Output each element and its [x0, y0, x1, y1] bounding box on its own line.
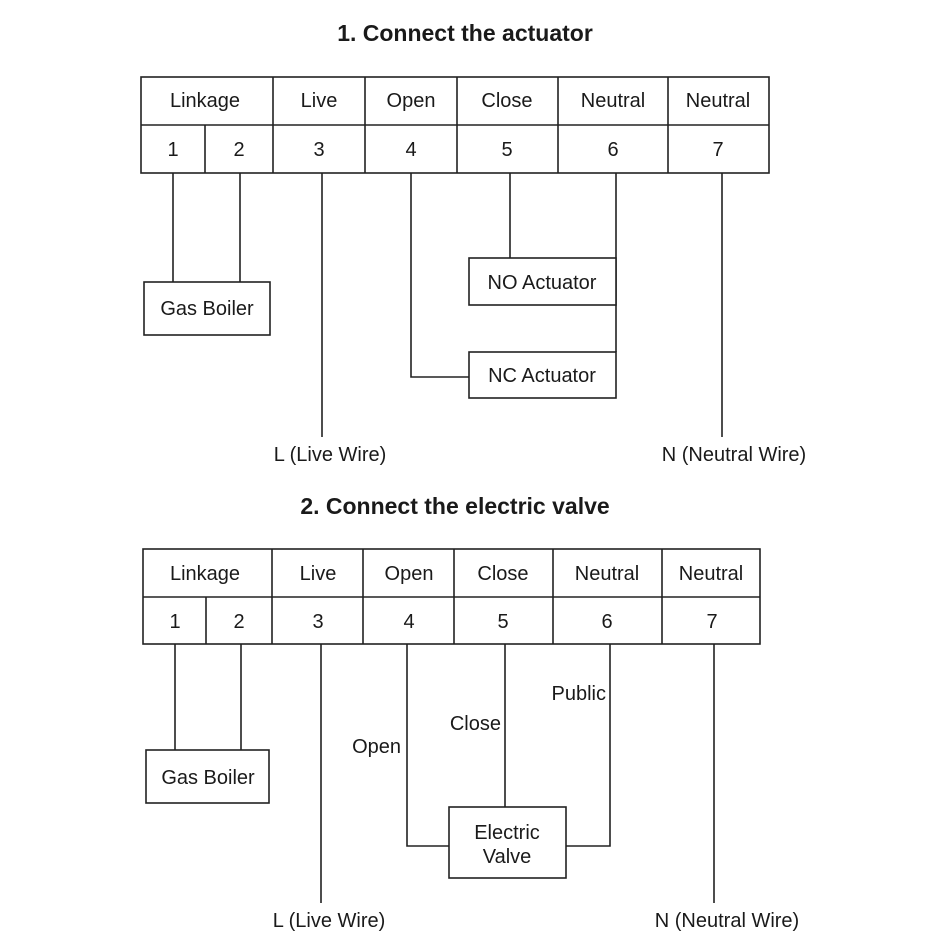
section1-terminal-4: 4 [405, 139, 416, 161]
section2-terminal-3: 3 [312, 611, 323, 633]
section2-header-close: Close [477, 563, 528, 585]
section1-gas-boiler-box [143, 281, 271, 336]
section1-header-linkage: Linkage [170, 90, 240, 112]
section2-wires [174, 644, 715, 903]
section2-title: 2. Connect the electric valve [300, 493, 609, 519]
section2-header-linkage: Linkage [170, 563, 240, 585]
section2-terminal-7: 7 [706, 611, 717, 633]
section1-title: 1. Connect the actuator [337, 20, 593, 46]
section2-electric-valve-box [448, 806, 567, 879]
section2-neutral-wire-label: N (Neutral Wire) [655, 910, 799, 932]
section2-public-wire-label: Public [552, 683, 606, 705]
section1-terminal-7: 7 [712, 139, 723, 161]
section2-terminal-block [142, 548, 761, 645]
section2-terminal-4: 4 [403, 611, 414, 633]
section1-no-actuator-label: NO Actuator [488, 272, 597, 294]
section1-gas-boiler-label: Gas Boiler [160, 298, 254, 320]
section1-terminal-3: 3 [313, 139, 324, 161]
section1-wires [172, 173, 723, 437]
section1-terminal-1: 1 [167, 139, 178, 161]
section1-terminal-5: 5 [501, 139, 512, 161]
section1-header-neutral-7: Neutral [686, 90, 750, 112]
section1-terminal-block [140, 76, 770, 174]
section2-close-wire-label: Close [450, 713, 501, 735]
section2-header-live: Live [300, 563, 337, 585]
section1-header-open: Open [387, 90, 436, 112]
section2-open-wire-label: Open [352, 736, 401, 758]
section1-live-wire-label: L (Live Wire) [274, 444, 387, 466]
section2-header-neutral-6: Neutral [575, 563, 639, 585]
section1-nc-actuator-box [468, 351, 617, 399]
section2-live-wire-label: L (Live Wire) [273, 910, 386, 932]
section1-terminal-6: 6 [607, 139, 618, 161]
section2-electric-valve-label-line2: Valve [483, 846, 532, 868]
section2-terminal-1: 1 [169, 611, 180, 633]
section1-terminal-2: 2 [233, 139, 244, 161]
section2-terminal-6: 6 [601, 611, 612, 633]
section2-terminal-2: 2 [233, 611, 244, 633]
section2-gas-boiler-box [145, 749, 270, 804]
section2-header-neutral-7: Neutral [679, 563, 743, 585]
section2-header-open: Open [385, 563, 434, 585]
section1-nc-actuator-label: NC Actuator [488, 365, 596, 387]
section1-no-actuator-box [468, 257, 617, 306]
section2-terminal-5: 5 [497, 611, 508, 633]
section2-gas-boiler-label: Gas Boiler [161, 767, 255, 789]
section1-neutral-wire-label: N (Neutral Wire) [662, 444, 806, 466]
section1-header-live: Live [301, 90, 338, 112]
section1-header-close: Close [481, 90, 532, 112]
section1-header-neutral-6: Neutral [581, 90, 645, 112]
section2-electric-valve-label-line1: Electric [474, 822, 540, 844]
